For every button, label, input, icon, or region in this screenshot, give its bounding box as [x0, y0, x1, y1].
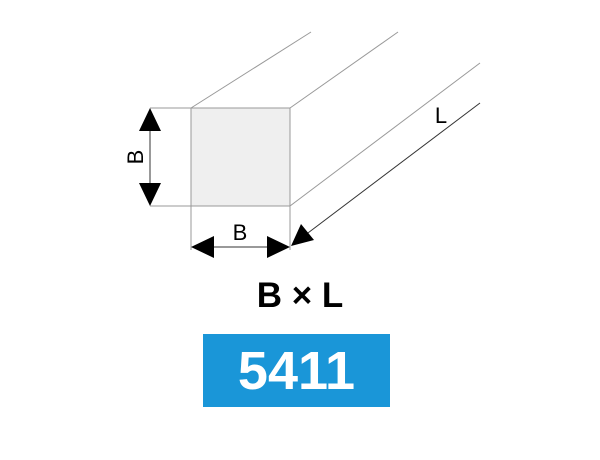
length-dimension-line: [295, 102, 481, 243]
article-code-badge: 5411: [203, 334, 390, 407]
arrow-up-icon: [139, 108, 161, 131]
dimension-formula: B × L: [256, 276, 344, 315]
edge-bottom-right: [289, 62, 481, 207]
arrow-right-icon: [267, 236, 290, 258]
width-label: B: [233, 220, 248, 245]
arrow-length-icon: [291, 224, 314, 246]
front-face: [190, 107, 291, 207]
edge-top-left: [190, 31, 312, 109]
height-label: B: [123, 150, 148, 165]
length-label: L: [435, 103, 447, 128]
edge-top-right: [289, 31, 399, 109]
arrow-left-icon: [191, 236, 214, 258]
arrow-down-icon: [139, 183, 161, 206]
